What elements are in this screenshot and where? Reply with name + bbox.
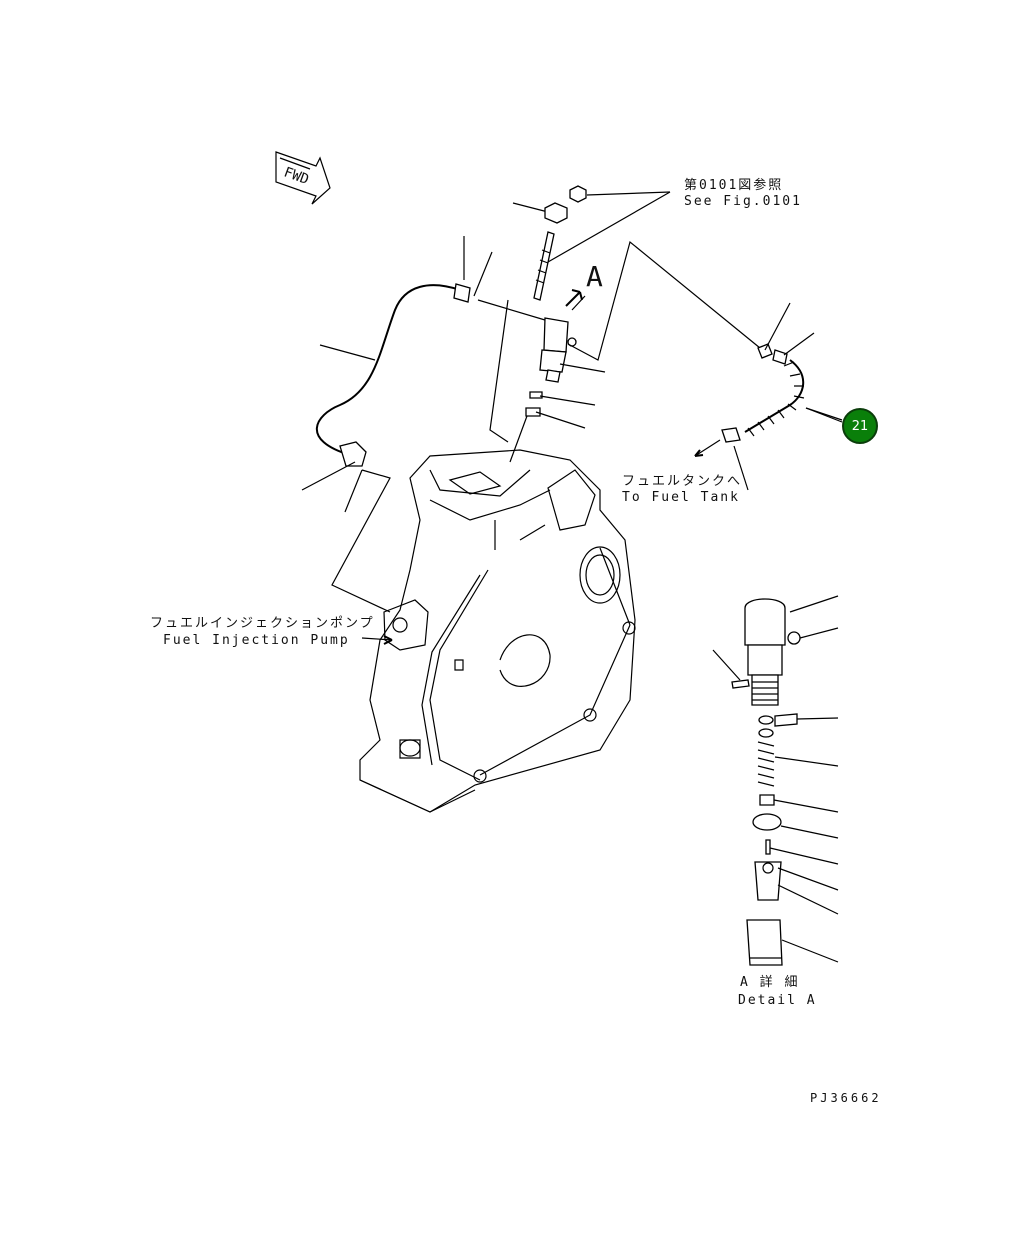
fuel-hose-part [694, 302, 843, 491]
detail-a-exploded [712, 595, 839, 966]
fwd-arrow-icon: FWD [275, 151, 331, 205]
detail-a-en-label: Detail A [738, 993, 817, 1008]
view-a-label: A [586, 260, 603, 293]
injector-nozzle-part [525, 317, 577, 417]
fuel-injection-pump-en-label: Fuel Injection Pump [163, 633, 350, 648]
callout-21-leader [805, 407, 843, 423]
banjo-fitting-part [301, 441, 391, 613]
fuel-return-pipe [315, 236, 493, 456]
see-fig-leaders [512, 191, 671, 263]
to-fuel-tank-jp-label: フュエルタンクへ [622, 474, 743, 489]
injector-leaders [477, 240, 761, 463]
fuel-injection-pump-part [361, 599, 429, 651]
detail-a-jp-label: A 詳 細 [740, 975, 800, 990]
see-fig-en-label: See Fig.0101 [684, 194, 802, 209]
drawing-number-label: PJ36662 [810, 1091, 882, 1105]
see-fig-jp-label: 第0101図参照 [684, 178, 784, 193]
callout-21-number: 21 [851, 418, 869, 434]
view-a-arrow [565, 289, 586, 311]
callout-21-button[interactable]: 21 [842, 408, 878, 444]
to-fuel-tank-en-label: To Fuel Tank [622, 490, 740, 505]
fuel-injection-pump-jp-label: フュエルインジェクションポンプ [150, 616, 375, 631]
engine-block [359, 449, 636, 813]
bolt-part [533, 185, 587, 301]
